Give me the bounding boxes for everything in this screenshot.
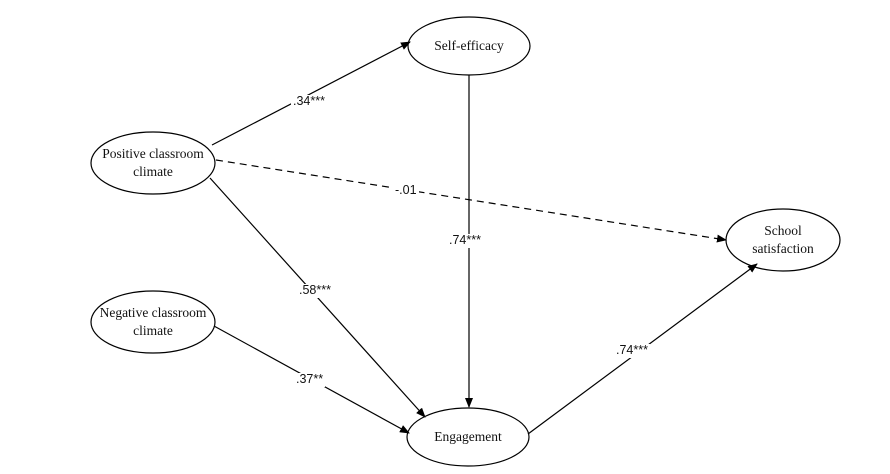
arrow-positive-to-self-efficacy — [211, 41, 411, 146]
coefficient-self-efficacy-to-engagement: .74*** — [447, 233, 483, 248]
coefficient-engagement-to-satisfaction: .74*** — [614, 343, 650, 358]
arrow-positive-to-satisfaction — [215, 159, 727, 243]
coefficient-positive-to-self-efficacy: .34*** — [291, 94, 327, 109]
engagement-node-shape — [406, 407, 530, 467]
self-efficacy-node-shape — [407, 16, 531, 76]
coefficient-positive-to-engagement: .58*** — [297, 283, 333, 298]
negative-climate-node-shape — [90, 290, 216, 354]
positive-climate-node-shape — [90, 131, 216, 195]
school-satisfaction-node-shape — [725, 208, 841, 272]
coefficient-negative-to-engagement: .37** — [294, 372, 326, 387]
coefficient-positive-to-satisfaction: -.01 — [393, 183, 419, 198]
